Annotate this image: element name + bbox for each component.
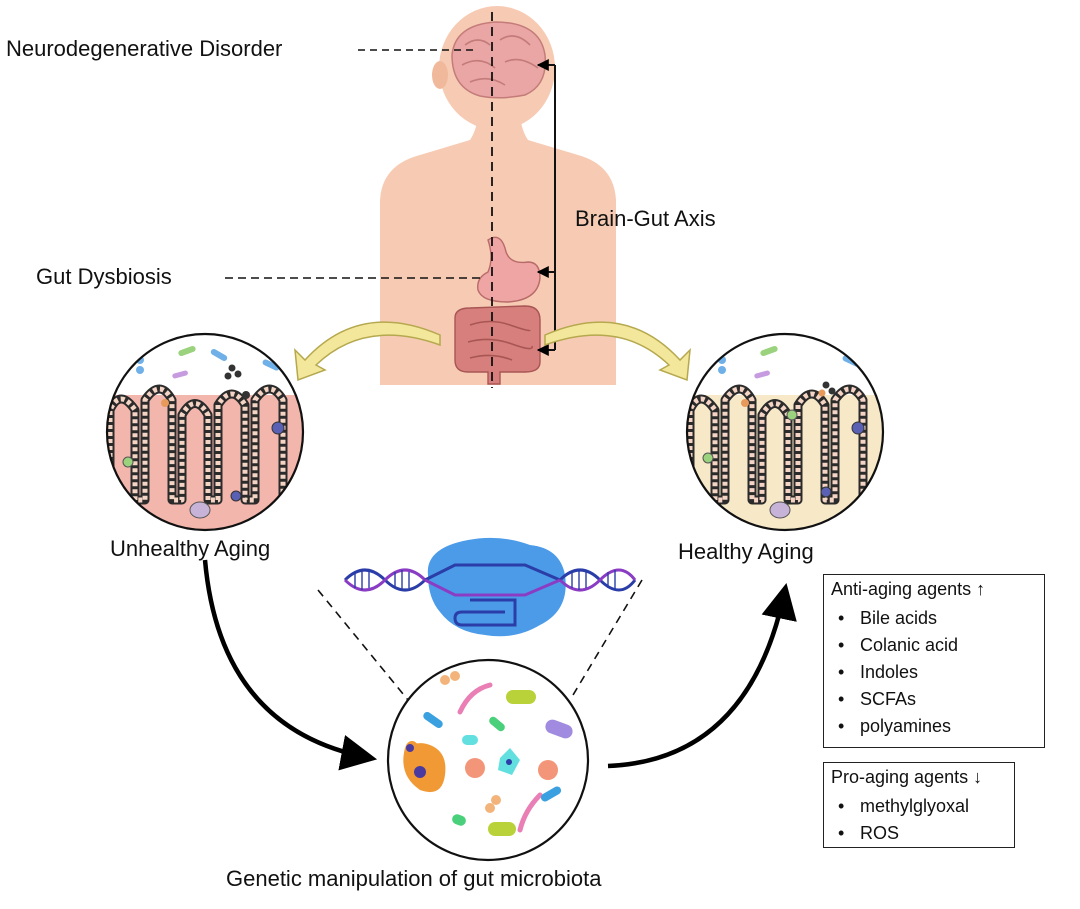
label-neurodegenerative-disorder: Neurodegenerative Disorder — [6, 36, 283, 61]
guide-rna — [453, 598, 517, 627]
black-arrow-left — [202, 559, 378, 771]
brain-gut-axis-bracket — [536, 59, 556, 356]
stomach-icon — [477, 236, 541, 303]
anti-aging-list: •Bile acids •Colanic acid •Indoles •SCFA… — [838, 605, 958, 740]
healthy-gut-circle — [685, 332, 885, 532]
anti-aging-title: Anti-aging agents ↑ — [831, 579, 986, 599]
black-arrow-right — [607, 582, 797, 769]
list-item: •methylglyoxal — [838, 796, 970, 816]
list-item: •Colanic acid — [838, 635, 959, 655]
microbiota-circle — [386, 658, 590, 862]
label-gut-dysbiosis: Gut Dysbiosis — [36, 264, 172, 289]
list-item: •polyamines — [838, 716, 952, 736]
human-body-illustration — [380, 6, 616, 385]
intestine-icon — [454, 305, 541, 385]
ear — [432, 61, 448, 89]
label-healthy-aging: Healthy Aging — [678, 539, 814, 564]
zoom-line-right — [569, 579, 643, 701]
list-item: •Indoles — [838, 662, 919, 682]
label-genetic-manipulation: Genetic manipulation of gut microbiota — [226, 866, 602, 891]
pro-aging-title: Pro-aging agents ↓ — [831, 767, 983, 787]
label-unhealthy-aging: Unhealthy Aging — [110, 536, 271, 561]
unhealthy-gut-circle — [105, 332, 305, 532]
list-item: •Bile acids — [838, 608, 938, 628]
yellow-arrow-right — [544, 321, 691, 382]
pro-aging-list: •methylglyoxal •ROS — [838, 793, 969, 847]
list-item: •ROS — [838, 823, 900, 843]
pro-aging-agents-box: Pro-aging agents ↓ •methylglyoxal •ROS — [823, 762, 1015, 848]
yellow-arrow-left — [294, 321, 441, 382]
label-brain-gut-axis: Brain-Gut Axis — [575, 206, 716, 231]
list-item: •SCFAs — [838, 689, 917, 709]
crispr-dna-illustration — [343, 537, 637, 637]
zoom-line-left — [317, 589, 409, 701]
anti-aging-agents-box: Anti-aging agents ↑ •Bile acids •Colanic… — [823, 574, 1045, 748]
brain-icon — [451, 21, 547, 99]
